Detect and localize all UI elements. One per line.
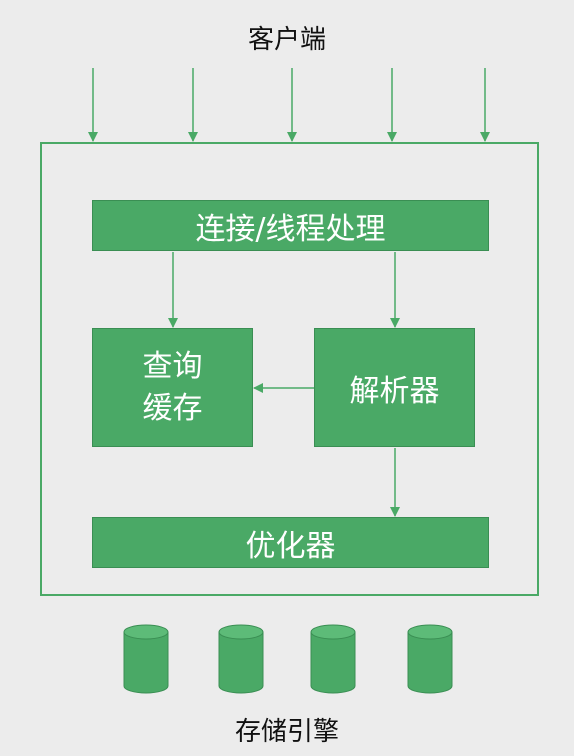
parser-label: 解析器: [349, 373, 440, 409]
storage-engine-cylinder-icon: [310, 624, 356, 694]
storage-engine-cylinder-icon: [218, 624, 264, 694]
parser-box: 解析器: [314, 328, 475, 447]
query-cache-label-line1: 查询: [142, 348, 203, 384]
optimizer-label: 优化器: [245, 528, 336, 564]
storage-engine-cylinder-icon: [123, 624, 169, 694]
optimizer-box: 优化器: [92, 517, 489, 568]
connection-thread-box: 连接/线程处理: [92, 200, 489, 251]
query-cache-box: 查询 缓存: [92, 328, 253, 447]
query-cache-label-line2: 缓存: [142, 390, 203, 426]
client-label: 客户端: [247, 25, 326, 55]
server-frame: [40, 142, 539, 596]
storage-engine-label: 存储引擎: [234, 717, 339, 747]
storage-engine-cylinder-icon: [407, 624, 453, 694]
connection-thread-label: 连接/线程处理: [195, 211, 386, 247]
